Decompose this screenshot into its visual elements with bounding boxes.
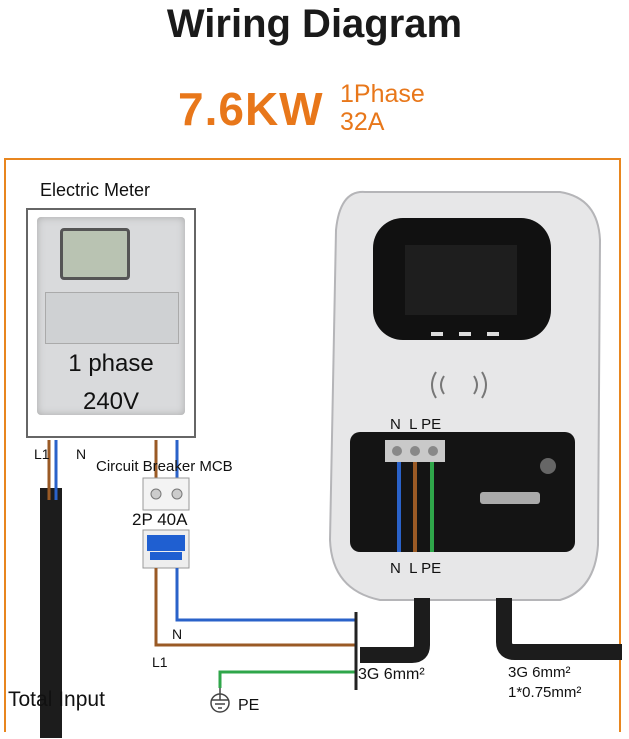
charger-input-cable: [360, 598, 430, 663]
live-output-wire: [154, 568, 356, 647]
neutral-wire-label: N: [172, 626, 183, 642]
meter-n-label: N: [76, 446, 87, 462]
live-wire-label: L1: [152, 654, 168, 670]
current-label: 32A: [340, 108, 385, 136]
ev-charger-image: [328, 190, 602, 601]
meter-l1-label: L1: [34, 446, 50, 462]
circuit-breaker-icon: [142, 477, 190, 569]
earth-label: PE: [238, 697, 260, 714]
total-input-label: Total Input: [8, 688, 105, 711]
power-rating: 7.6KW: [178, 83, 324, 135]
diagram-title: Wiring Diagram: [166, 2, 463, 46]
meter-display-icon: [60, 228, 130, 280]
terminal-label-bottom: N L PE: [390, 560, 442, 577]
mcb-label: Circuit Breaker MCB: [96, 458, 233, 475]
charger-output-cable: [496, 598, 622, 660]
total-input-cable: [40, 488, 62, 738]
output-cable-spec: 3G 6mm²: [508, 664, 571, 681]
phase-label: 1Phase: [340, 80, 425, 108]
meter-voltage-text: 240V: [82, 388, 140, 415]
electric-meter-heading: Electric Meter: [40, 180, 151, 200]
diagram-frame: [4, 158, 621, 732]
control-cable-spec: 1*0.75mm²: [508, 684, 582, 701]
phase-current-label: 1Phase 32A: [340, 80, 425, 136]
meter-nameplate: [45, 292, 179, 344]
mcb-rating: 2P 40A: [132, 510, 188, 529]
neutral-output-wire: [175, 568, 356, 622]
input-cable-spec: 3G 6mm²: [358, 666, 425, 683]
meter-phase-text: 1 phase: [68, 350, 154, 377]
ground-icon: [210, 688, 230, 713]
earth-wire: [218, 670, 356, 688]
terminal-label-top: N L PE: [390, 416, 442, 433]
